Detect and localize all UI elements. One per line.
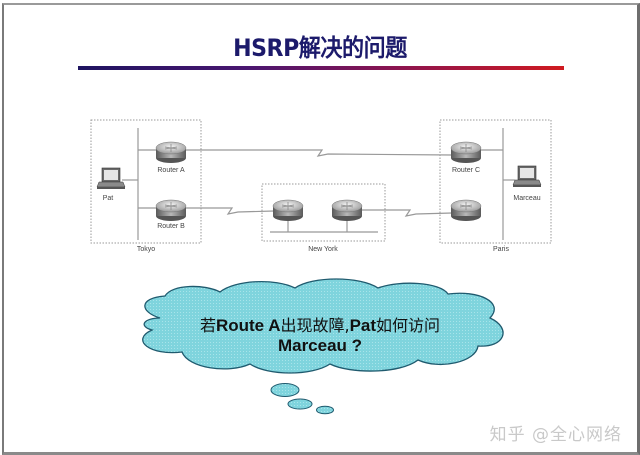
- callout-line-2: Marceau ?: [150, 336, 490, 356]
- site-tokyo: Tokyo: [90, 119, 202, 253]
- router-d: [450, 199, 482, 222]
- thought-bubble-small: [316, 405, 334, 415]
- callout-bold-host: Pat: [349, 316, 377, 335]
- host-pat-label: Pat: [103, 195, 114, 202]
- thought-bubble-large: [270, 383, 300, 397]
- router-a: Router A: [155, 141, 187, 174]
- wan-link-b-ny: [184, 207, 275, 215]
- router-b-label: Router B: [157, 223, 185, 230]
- slide-frame: [2, 3, 640, 455]
- host-marceau: Marceau: [512, 165, 542, 202]
- ny-router-2: [331, 199, 363, 222]
- callout-line-1: 若Route A出现故障,Pat如何访问: [150, 316, 490, 336]
- host-marceau-label: Marceau: [513, 195, 540, 202]
- site-label-newyork: New York: [308, 246, 338, 253]
- watermark: 知乎 @全心网络: [489, 425, 622, 445]
- callout-bold-target: Marceau ?: [277, 336, 363, 355]
- callout-text: 若: [199, 316, 216, 335]
- site-paris: Paris: [439, 119, 552, 253]
- site-label-tokyo: Tokyo: [137, 246, 155, 253]
- callout-text: 出现故障,: [280, 316, 350, 335]
- wan-link-a-c: [184, 149, 453, 157]
- ny-router-1: [272, 199, 304, 222]
- site-label-paris: Paris: [493, 246, 509, 253]
- router-c-label: Router C: [452, 167, 480, 174]
- thought-bubble-medium: [287, 398, 313, 410]
- router-b: Router B: [155, 199, 187, 230]
- router-a-label: Router A: [157, 167, 185, 174]
- router-c: Router C: [450, 141, 482, 174]
- site-newyork: New York: [261, 183, 386, 253]
- thought-cloud: [142, 278, 504, 415]
- callout-text: 如何访问: [376, 316, 441, 335]
- callout-question: 若Route A出现故障,Pat如何访问 Marceau ?: [150, 316, 490, 356]
- callout-bold-router: Route A: [215, 316, 281, 335]
- title-underline: [78, 66, 564, 70]
- wan-link-ny-d: [362, 209, 453, 217]
- host-pat: Pat: [96, 167, 126, 202]
- slide-title: HSRP解决的问题: [233, 34, 407, 62]
